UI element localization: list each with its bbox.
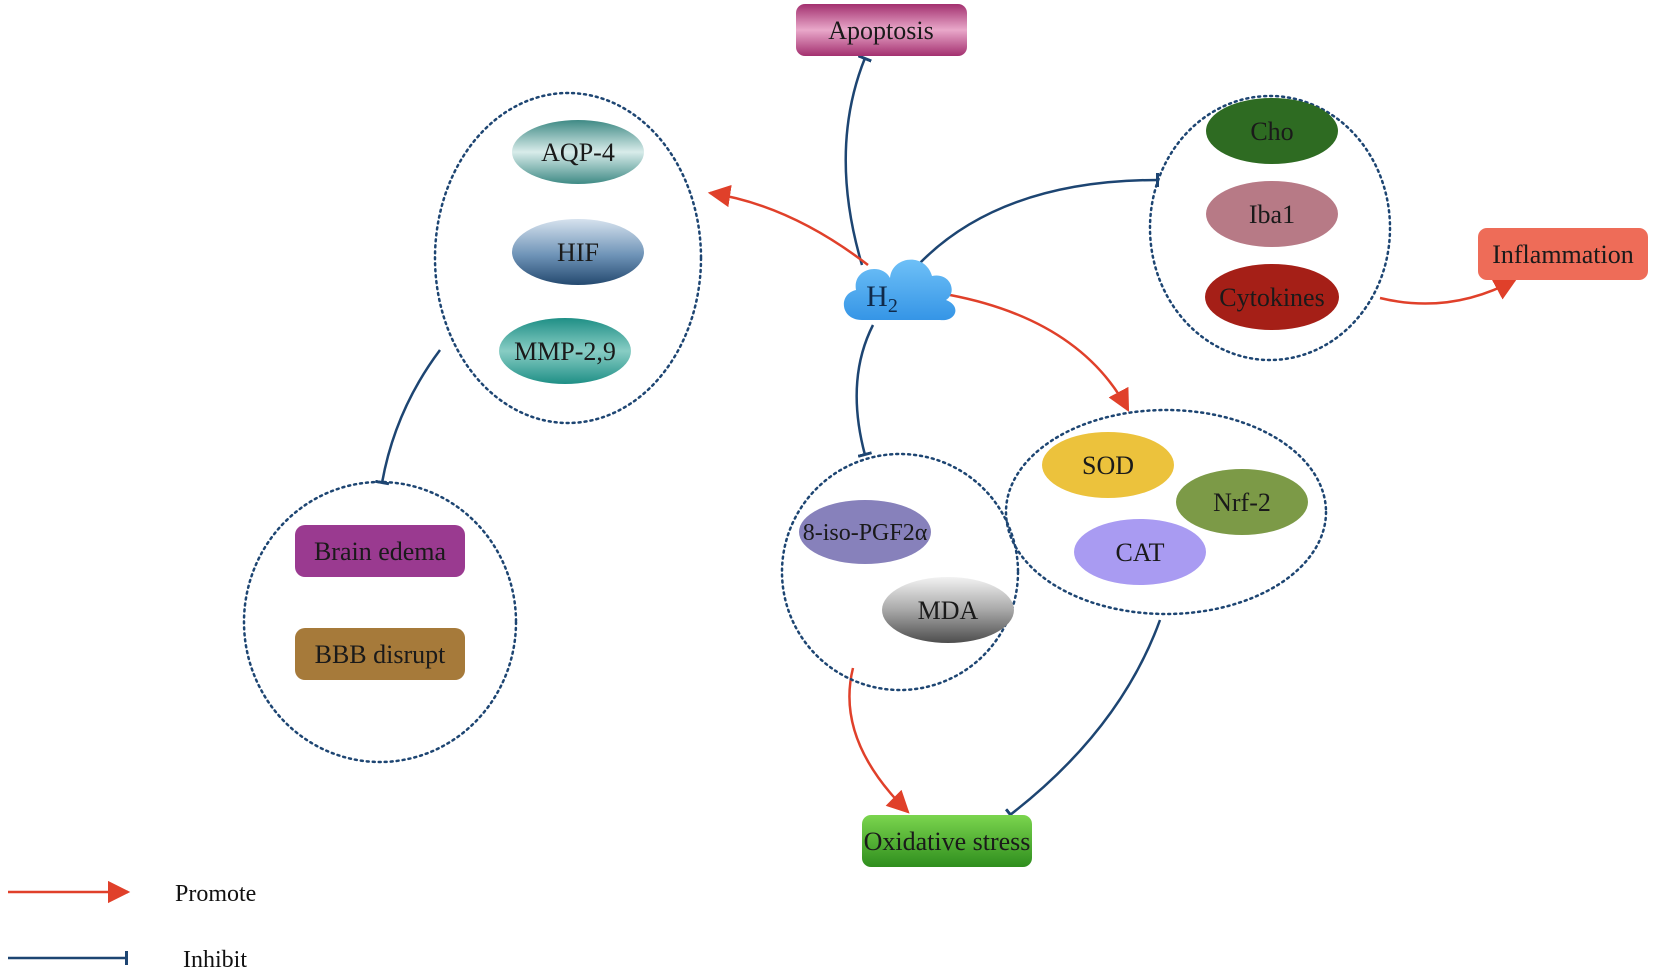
node-sod (1042, 432, 1174, 498)
node-nrf2-label: Nrf-2 (1213, 488, 1271, 517)
legend: Promote Inhibit (8, 880, 256, 973)
promote-h2-edema-markers (707, 184, 869, 266)
node-cytokines-label: Cytokines (1219, 283, 1324, 312)
node-aqp4 (512, 120, 644, 184)
outcomes: Apoptosis Inflammation Oxidative stress (796, 4, 1648, 867)
node-cat (1074, 519, 1206, 585)
node-cho (1206, 98, 1338, 164)
node-iba1 (1206, 181, 1338, 247)
node-bbb-disrupt-label: BBB disrupt (315, 640, 447, 669)
inhibit-edema-markers-outcomes (374, 349, 442, 486)
node-nrf2 (1176, 469, 1308, 535)
inhibit-h2-inflammation-markers (917, 172, 1160, 266)
inhibit-h2-apoptosis (844, 54, 872, 266)
group-inflammation-markers (1148, 94, 1392, 362)
node-aqp4-label: AQP-4 (541, 138, 615, 167)
node-mmp-label: MMP-2,9 (514, 337, 616, 366)
node-inflammation-label: Inflammation (1492, 240, 1634, 269)
center-label: H2 (866, 280, 898, 317)
groups: AQP-4 HIF MMP-2,9 Brain edema BBB disrup… (242, 91, 1392, 764)
center-label-sub: 2 (888, 295, 898, 317)
legend-promote-label: Promote (175, 881, 256, 907)
node-apoptosis (796, 4, 967, 56)
node-brain-edema-label: Brain edema (314, 537, 447, 566)
node-cytokines (1205, 264, 1339, 330)
node-bbb-disrupt (295, 628, 465, 680)
node-mmp (499, 318, 631, 384)
node-oxidative-stress (862, 815, 1032, 867)
node-mda-label: MDA (918, 596, 979, 625)
node-apoptosis-label: Apoptosis (828, 16, 933, 45)
node-iba1-label: Iba1 (1249, 200, 1295, 229)
node-cho-label: Cho (1250, 117, 1293, 146)
node-8-iso-pgf2a (799, 500, 931, 564)
node-hif (512, 219, 644, 285)
inhibit-antioxidant-oxidative-stress (1004, 619, 1162, 822)
group-edema-outcomes (242, 480, 518, 764)
node-mda (882, 577, 1014, 643)
node-inflammation (1478, 228, 1648, 280)
group-edema-markers (433, 91, 703, 425)
inhibit-h2-oxidant-markers (855, 324, 875, 458)
promote-oxidant-oxidative-stress (848, 667, 910, 814)
group-antioxidant-markers (1004, 408, 1328, 616)
center-label-main: H (866, 280, 888, 313)
group-oxidant-markers (780, 452, 1020, 692)
node-cat-label: CAT (1115, 538, 1164, 567)
node-sod-label: SOD (1082, 451, 1134, 480)
h2-cloud: H2 (843, 259, 956, 321)
connectors (374, 54, 1517, 822)
promote-h2-antioxidant-markers (949, 293, 1130, 412)
promote-inflammation-markers-inflammation (1379, 278, 1517, 305)
node-brain-edema (295, 525, 465, 577)
cloud-icon (843, 259, 956, 321)
node-oxidative-stress-label: Oxidative stress (864, 827, 1031, 856)
node-8-iso-pgf2a-label: 8-iso-PGF2α (803, 520, 928, 546)
node-hif-label: HIF (557, 238, 599, 267)
legend-inhibit-label: Inhibit (183, 947, 247, 972)
